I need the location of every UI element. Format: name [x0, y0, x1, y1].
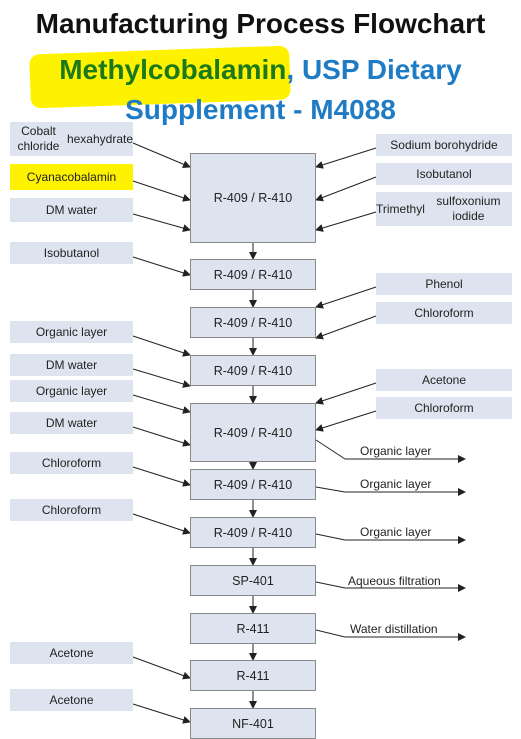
process-box: NF-401 — [190, 708, 316, 739]
process-box: R-409 / R-410 — [190, 307, 316, 338]
right-input-label: Chloroform — [376, 397, 512, 419]
flow-arrow — [315, 533, 346, 541]
page-subtitle-line2: Supplement - M4088 — [125, 94, 396, 125]
left-input-label: DM water — [10, 354, 133, 376]
flow-arrow — [315, 581, 346, 589]
process-box: R-409 / R-410 — [190, 469, 316, 500]
left-input-label: Acetone — [10, 642, 133, 664]
flow-arrow — [132, 180, 191, 202]
flow-arrow — [315, 486, 346, 493]
process-box: R-409 / R-410 — [190, 355, 316, 386]
page-title: Manufacturing Process Flowchart — [35, 8, 486, 39]
output-label: Water distillation — [350, 622, 438, 636]
flow-arrow — [132, 256, 191, 277]
flow-arrow — [315, 382, 377, 405]
flow-arrow — [132, 213, 191, 232]
left-input-label: Cyanacobalamin — [10, 164, 133, 190]
left-input-label: Organic layer — [10, 321, 133, 343]
output-label: Aqueous filtration — [348, 574, 441, 588]
flow-arrow — [132, 142, 191, 168]
flow-arrow — [315, 410, 377, 432]
right-input-label: Chloroform — [376, 302, 512, 324]
flow-arrow — [315, 629, 346, 638]
process-box: R-409 / R-410 — [190, 517, 316, 548]
flow-arrow — [315, 286, 377, 309]
flow-arrow — [132, 703, 191, 724]
flow-arrow — [132, 394, 191, 414]
left-input-label: Organic layer — [10, 380, 133, 402]
process-box: R-409 / R-410 — [190, 403, 316, 462]
left-input-label: DM water — [10, 412, 133, 434]
left-input-label: Chloroform — [10, 499, 133, 521]
flow-arrow — [315, 211, 377, 232]
flow-arrow — [315, 147, 377, 169]
left-input-label: DM water — [10, 198, 133, 222]
flow-arrow — [132, 426, 191, 447]
output-label: Organic layer — [360, 525, 432, 539]
flow-arrow — [132, 513, 191, 535]
process-box: R-411 — [190, 613, 316, 644]
output-label: Organic layer — [360, 477, 432, 491]
flow-arrow — [315, 439, 346, 460]
subtitle-highlighted-text: Methylcobalamin — [59, 54, 287, 85]
flow-arrow — [132, 466, 191, 487]
flow-arrow — [315, 315, 377, 340]
right-input-label: Phenol — [376, 273, 512, 295]
process-box: R-411 — [190, 660, 316, 691]
flow-arrow — [132, 656, 191, 680]
flow-arrow — [132, 368, 191, 388]
process-box: SP-401 — [190, 565, 316, 596]
process-box: R-409 / R-410 — [190, 259, 316, 290]
flow-arrow — [315, 176, 377, 202]
right-input-label: Isobutanol — [376, 163, 512, 185]
right-input-label: Acetone — [376, 369, 512, 391]
output-label: Organic layer — [360, 444, 432, 458]
process-box: R-409 / R-410 — [190, 153, 316, 243]
right-input-label: Sodium borohydride — [376, 134, 512, 156]
left-input-label: Isobutanol — [10, 242, 133, 264]
subtitle-text: , USP Dietary — [286, 54, 462, 85]
left-input-label: Acetone — [10, 689, 133, 711]
page-subtitle: Methylcobalamin, USP Dietary — [0, 54, 521, 86]
left-input-label: Chloroform — [10, 452, 133, 474]
flow-arrow — [132, 335, 191, 357]
